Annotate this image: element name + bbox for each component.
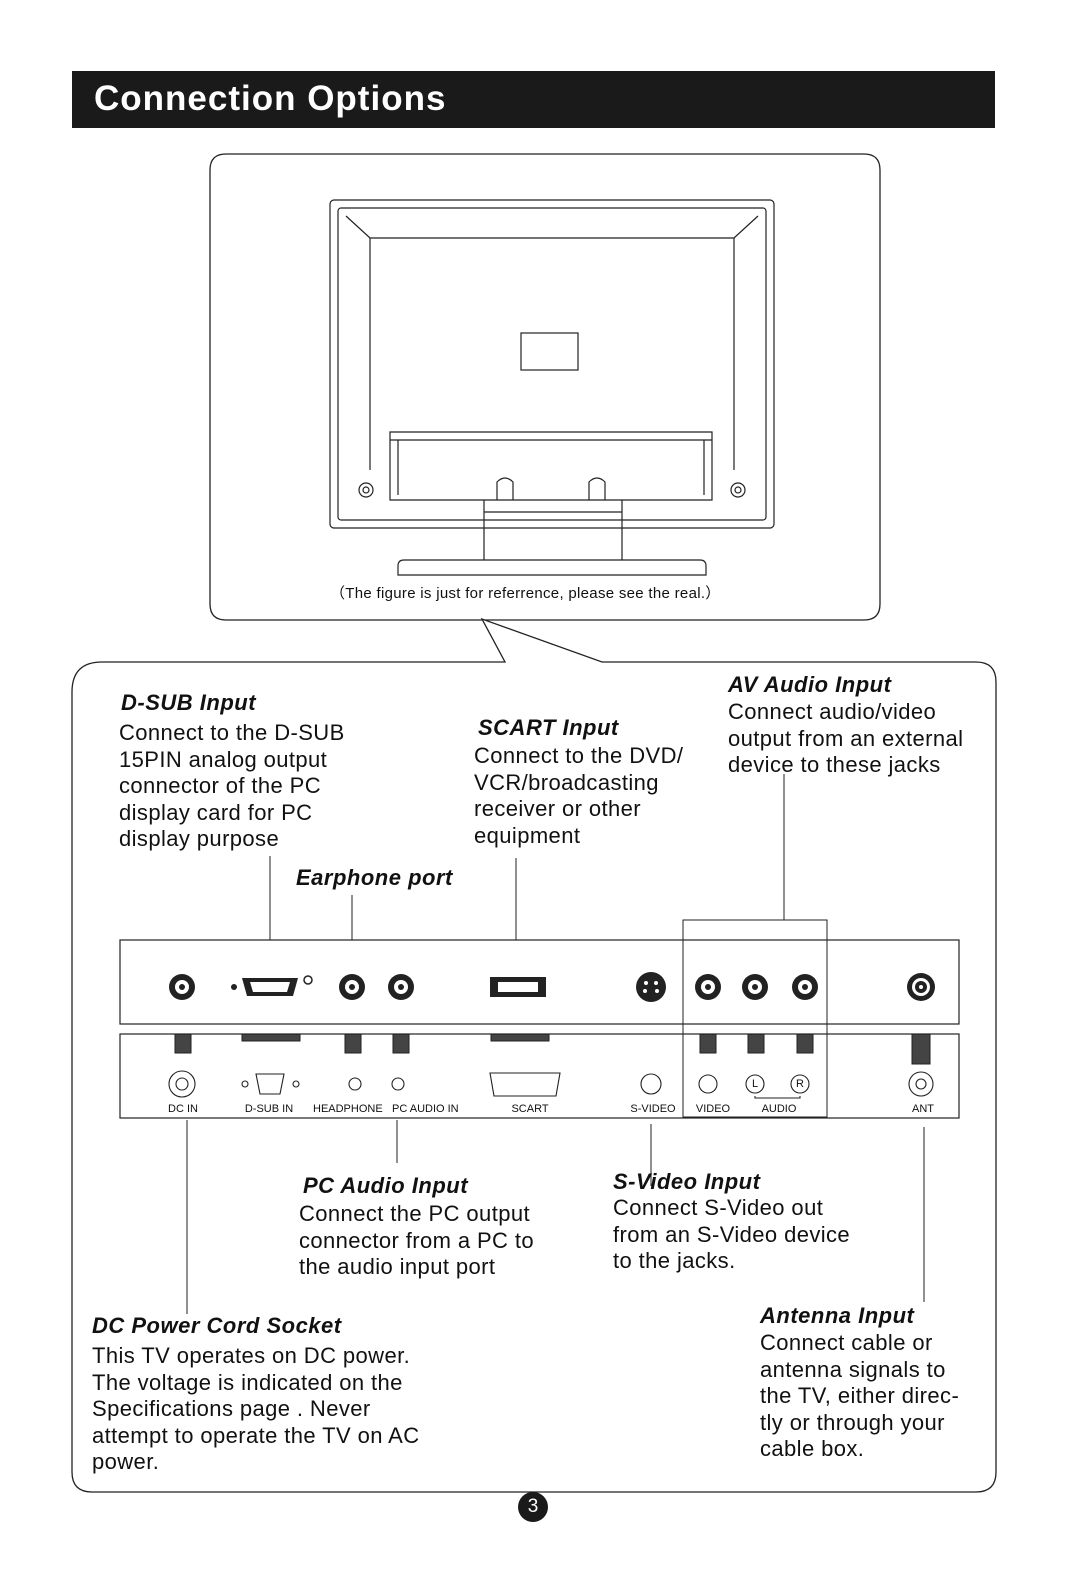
rca-jacks-front: [169, 972, 935, 1002]
antenna-heading: Antenna Input: [760, 1303, 915, 1328]
pc-audio-description: Connect the PC output connector from a P…: [299, 1201, 535, 1279]
callout-frame: [71, 617, 997, 1493]
dc-power-heading: DC Power Cord Socket: [92, 1313, 342, 1338]
svideo-heading: S-Video Input: [613, 1169, 761, 1194]
scart-connector: [490, 977, 546, 997]
dc-in-jack: [169, 974, 195, 1000]
av-audio-heading: AV Audio Input: [728, 672, 892, 697]
figure-caption: （The figure is just for referrence, plea…: [330, 585, 721, 602]
port-label-pc-audio-in: PC AUDIO IN: [392, 1103, 459, 1115]
port-label-audio-right: R: [796, 1078, 804, 1090]
headphone-jack: [339, 974, 365, 1000]
title-bar: Connection Options: [72, 71, 995, 128]
port-label-dc-in: DC IN: [168, 1103, 198, 1115]
scart-description: Connect to the DVD/ VCR/broadcasting rec…: [474, 743, 684, 848]
pc-audio-jack: [388, 974, 414, 1000]
tv-back-illustration: [329, 199, 775, 576]
earphone-heading: Earphone port: [296, 865, 453, 890]
dsub-description: Connect to the D-SUB 15PIN analog output…: [119, 720, 345, 851]
dsub-connector: [231, 975, 313, 996]
dc-power-description: This TV operates on DC power. The voltag…: [92, 1343, 420, 1474]
port-label-headphone: HEADPHONE: [313, 1103, 383, 1115]
video-jack: [695, 974, 721, 1000]
pc-audio-heading: PC Audio Input: [303, 1173, 469, 1198]
port-label-dsub-in: D-SUB IN: [244, 1103, 294, 1115]
antenna-jack: [907, 973, 935, 1001]
leader-lines: [186, 774, 925, 1314]
connector-plugs: [174, 1033, 931, 1065]
port-label-scart: SCART: [511, 1103, 549, 1115]
connector-panel-rear: [119, 1033, 960, 1119]
dsub-heading: D-SUB Input: [121, 690, 257, 715]
port-label-audio-left: L: [751, 1078, 759, 1090]
figure-frame: [209, 153, 881, 621]
audio-r-jack: [792, 974, 818, 1000]
port-label-ant: ANT: [912, 1103, 934, 1115]
scart-heading: SCART Input: [478, 715, 619, 740]
svideo-jack: [636, 972, 666, 1002]
port-label-audio: AUDIO: [761, 1103, 797, 1115]
page-number: 3: [518, 1492, 548, 1522]
connector-panel-front: [119, 939, 960, 1025]
audio-l-jack: [742, 974, 768, 1000]
page-title: Connection Options: [94, 79, 447, 118]
rear-port-outlines: [168, 1070, 934, 1099]
antenna-description: Connect cable or antenna signals to the …: [760, 1330, 960, 1461]
port-label-video: VIDEO: [695, 1103, 731, 1115]
svideo-description: Connect S-Video out from an S-Video devi…: [613, 1195, 851, 1273]
av-audio-description: Connect audio/video output from an exter…: [728, 699, 964, 777]
port-label-svideo: S-VIDEO: [630, 1103, 676, 1115]
